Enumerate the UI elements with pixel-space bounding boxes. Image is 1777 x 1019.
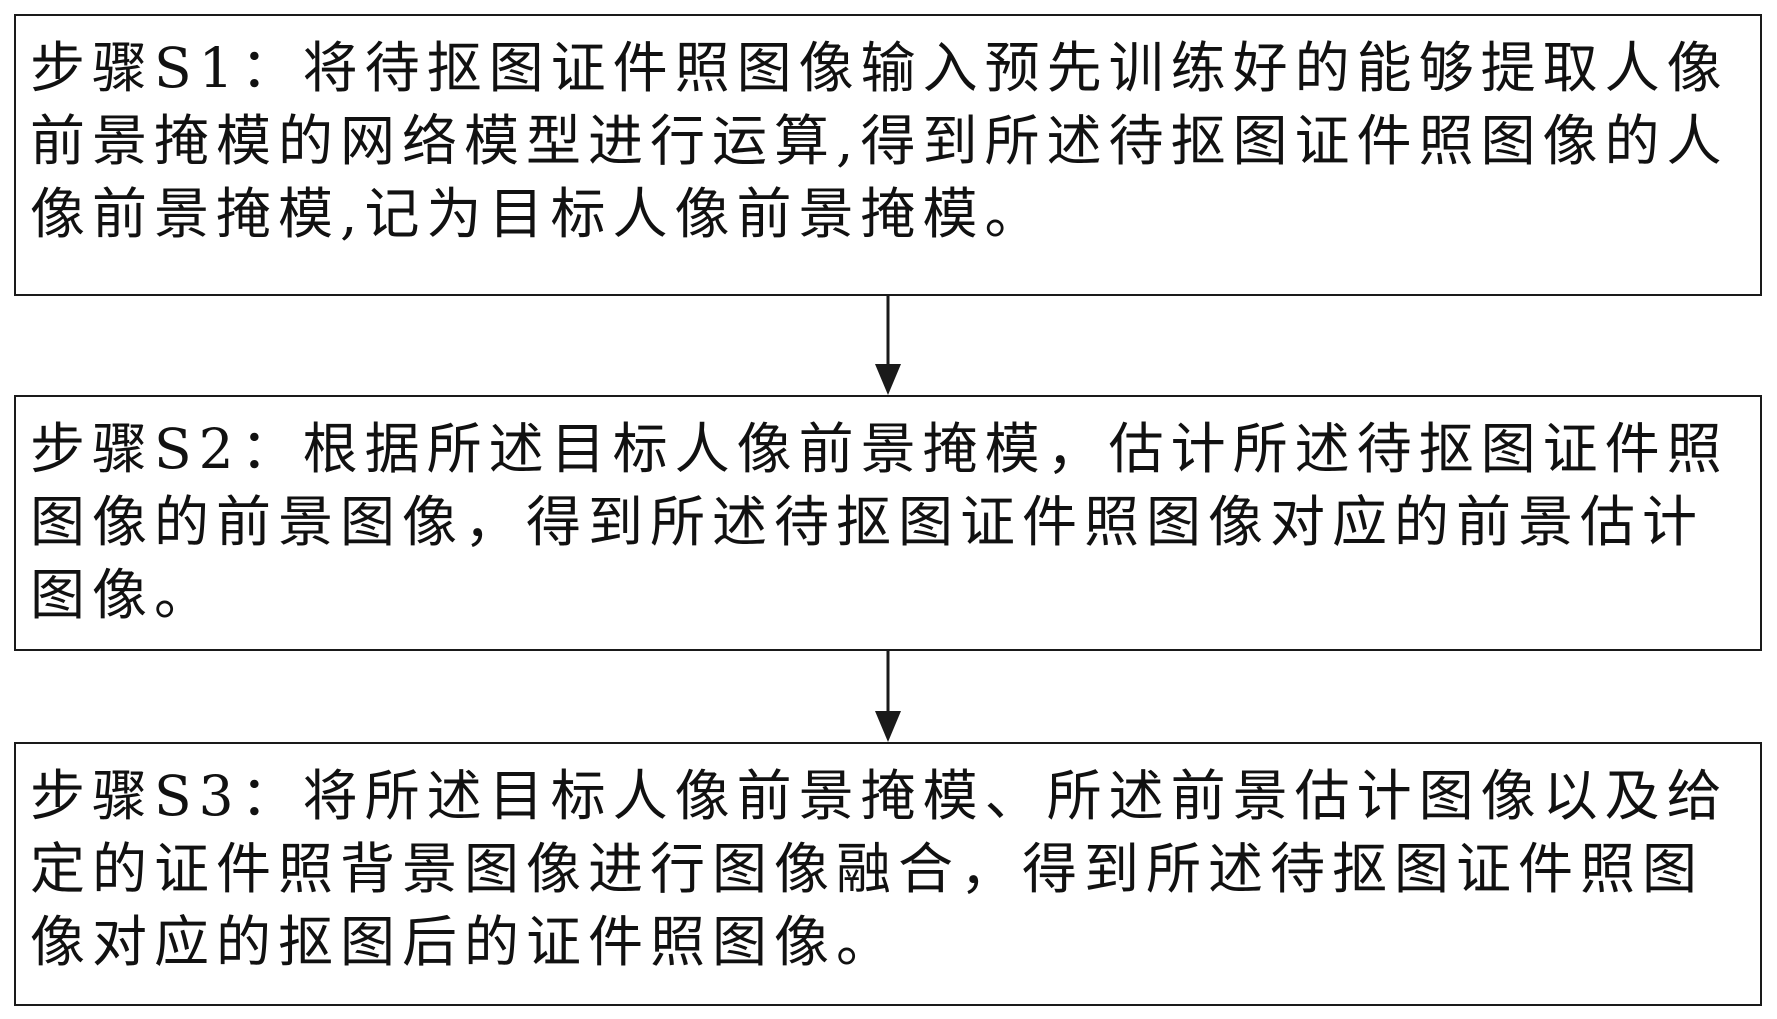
arrow-s1-to-s2-head	[875, 364, 901, 395]
arrow-s1-to-s2	[875, 296, 901, 395]
step-s2-label: 步骤S2：	[30, 417, 303, 481]
step-s3-label: 步骤S3：	[30, 764, 303, 828]
arrow-s2-to-s3	[875, 651, 901, 742]
arrow-s2-to-s3-head	[875, 711, 901, 742]
step-s3-box: 步骤S3：将所述目标人像前景掩模、所述前景估计图像以及给定的证件照背景图像进行图…	[14, 742, 1762, 1006]
step-s2-box: 步骤S2：根据所述目标人像前景掩模，估计所述待抠图证件照图像的前景图像，得到所述…	[14, 395, 1762, 651]
